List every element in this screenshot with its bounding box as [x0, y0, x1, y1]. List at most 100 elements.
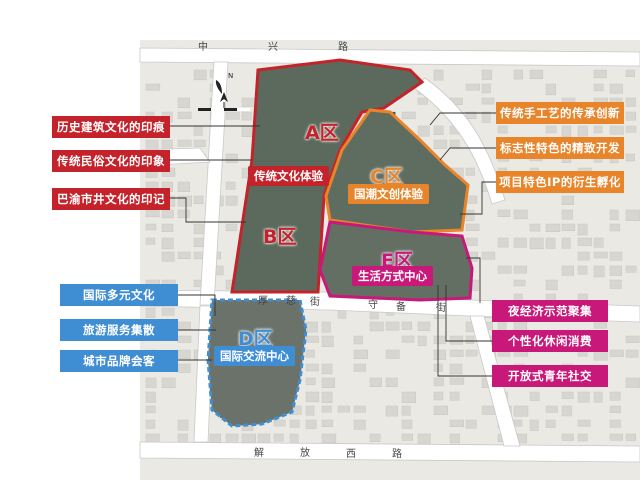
- surrounding-block: [225, 433, 239, 442]
- surrounding-block: [561, 265, 574, 276]
- surrounding-block: [145, 139, 159, 149]
- surrounding-block: [497, 237, 509, 248]
- zone-e-badge: 生活方式中心: [352, 266, 433, 286]
- surrounding-block: [225, 181, 236, 190]
- surrounding-block: [177, 321, 191, 331]
- surrounding-block: [401, 433, 414, 441]
- surrounding-block: [625, 153, 635, 162]
- surrounding-block: [577, 391, 590, 403]
- surrounding-block: [353, 363, 366, 372]
- surrounding-block: [353, 419, 366, 430]
- surrounding-block: [241, 111, 252, 121]
- surrounding-block: [625, 433, 636, 441]
- surrounding-block: [433, 405, 448, 416]
- surrounding-block: [545, 419, 556, 428]
- surrounding-block: [593, 237, 604, 248]
- surrounding-block: [481, 111, 491, 123]
- surrounding-block: [401, 405, 411, 416]
- zone-a-label: A区: [305, 122, 339, 144]
- surrounding-block: [449, 139, 460, 149]
- callout-city-brand: 城市品牌会客: [60, 350, 178, 372]
- surrounding-block: [145, 391, 156, 403]
- surrounding-block: [369, 433, 381, 443]
- surrounding-block: [449, 419, 465, 427]
- surrounding-block: [481, 69, 493, 80]
- zone-b-label: B区: [263, 226, 297, 248]
- surrounding-block: [561, 433, 574, 441]
- surrounding-block: [497, 125, 508, 134]
- callout-international-culture: 国际多元文化: [60, 284, 178, 306]
- surrounding-block: [625, 111, 636, 121]
- surrounding-block: [465, 209, 475, 221]
- surrounding-block: [321, 321, 331, 333]
- surrounding-block: [289, 419, 300, 428]
- callout-tourism-services: 旅游服务集散: [60, 319, 178, 341]
- surrounding-block: [609, 83, 623, 94]
- surrounding-block: [321, 433, 337, 444]
- surrounding-block: [305, 321, 318, 333]
- surrounding-block: [177, 181, 191, 193]
- surrounding-block: [433, 335, 446, 345]
- road-label-housi-2: 慈: [286, 296, 296, 307]
- surrounding-block: [353, 335, 363, 345]
- surrounding-block: [465, 167, 475, 176]
- surrounding-block: [625, 209, 640, 221]
- surrounding-block: [481, 83, 491, 94]
- surrounding-block: [145, 419, 156, 429]
- surrounding-block: [193, 69, 207, 81]
- leader-magenta-3: [437, 285, 492, 377]
- surrounding-block: [577, 237, 592, 246]
- surrounding-block: [321, 419, 333, 427]
- surrounding-block: [609, 251, 623, 261]
- surrounding-block: [321, 335, 334, 347]
- surrounding-block: [593, 321, 607, 329]
- surrounding-block: [305, 363, 319, 372]
- surrounding-block: [177, 209, 190, 218]
- surrounding-block: [449, 391, 460, 401]
- surrounding-block: [561, 125, 572, 138]
- callout-historic-architecture: 历史建筑文化的印痕: [52, 116, 170, 138]
- surrounding-block: [577, 265, 588, 275]
- leader-blue-1: [178, 294, 216, 316]
- surrounding-block: [433, 377, 444, 387]
- surrounding-block: [305, 405, 315, 416]
- surrounding-block: [433, 69, 444, 81]
- road-label-housi-1: 厚: [258, 296, 268, 307]
- surrounding-block: [161, 223, 174, 233]
- zone-d-label: D区: [238, 328, 273, 350]
- callout-youth-social: 开放式青年社交: [492, 365, 608, 387]
- surrounding-block: [257, 433, 271, 444]
- surrounding-block: [305, 349, 315, 358]
- surrounding-block: [353, 349, 369, 360]
- surrounding-block: [497, 265, 512, 274]
- surrounding-block: [561, 405, 572, 417]
- surrounding-block: [593, 265, 605, 278]
- road-zhongxing: [139, 47, 640, 67]
- surrounding-block: [609, 125, 624, 135]
- surrounding-block: [625, 265, 637, 273]
- surrounding-block: [609, 405, 621, 413]
- road-label-shoubei-1: 守: [368, 300, 378, 311]
- surrounding-block: [529, 69, 544, 79]
- callout-folk-culture: 传统民俗文化的印象: [52, 150, 170, 172]
- surrounding-block: [609, 279, 622, 289]
- surrounding-block: [273, 419, 286, 427]
- leader-magenta-1: [466, 257, 481, 303]
- surrounding-block: [433, 139, 448, 149]
- road-label-top-3: 路: [338, 42, 348, 53]
- surrounding-block: [369, 377, 382, 388]
- north-label: N: [228, 72, 233, 80]
- surrounding-block: [417, 125, 430, 137]
- surrounding-block: [625, 97, 636, 107]
- road-label-shoubei-2: 备: [396, 302, 406, 313]
- surrounding-block: [593, 125, 603, 134]
- surrounding-block: [513, 265, 528, 274]
- surrounding-block: [513, 419, 523, 427]
- surrounding-block: [193, 223, 205, 235]
- surrounding-block: [465, 419, 477, 429]
- zone-c-badge: 国潮文创体验: [348, 184, 429, 204]
- callout-bayu-culture: 巴渝市井文化的印记: [52, 188, 170, 210]
- leader-orange-2: [439, 147, 496, 161]
- surrounding-block: [241, 97, 257, 107]
